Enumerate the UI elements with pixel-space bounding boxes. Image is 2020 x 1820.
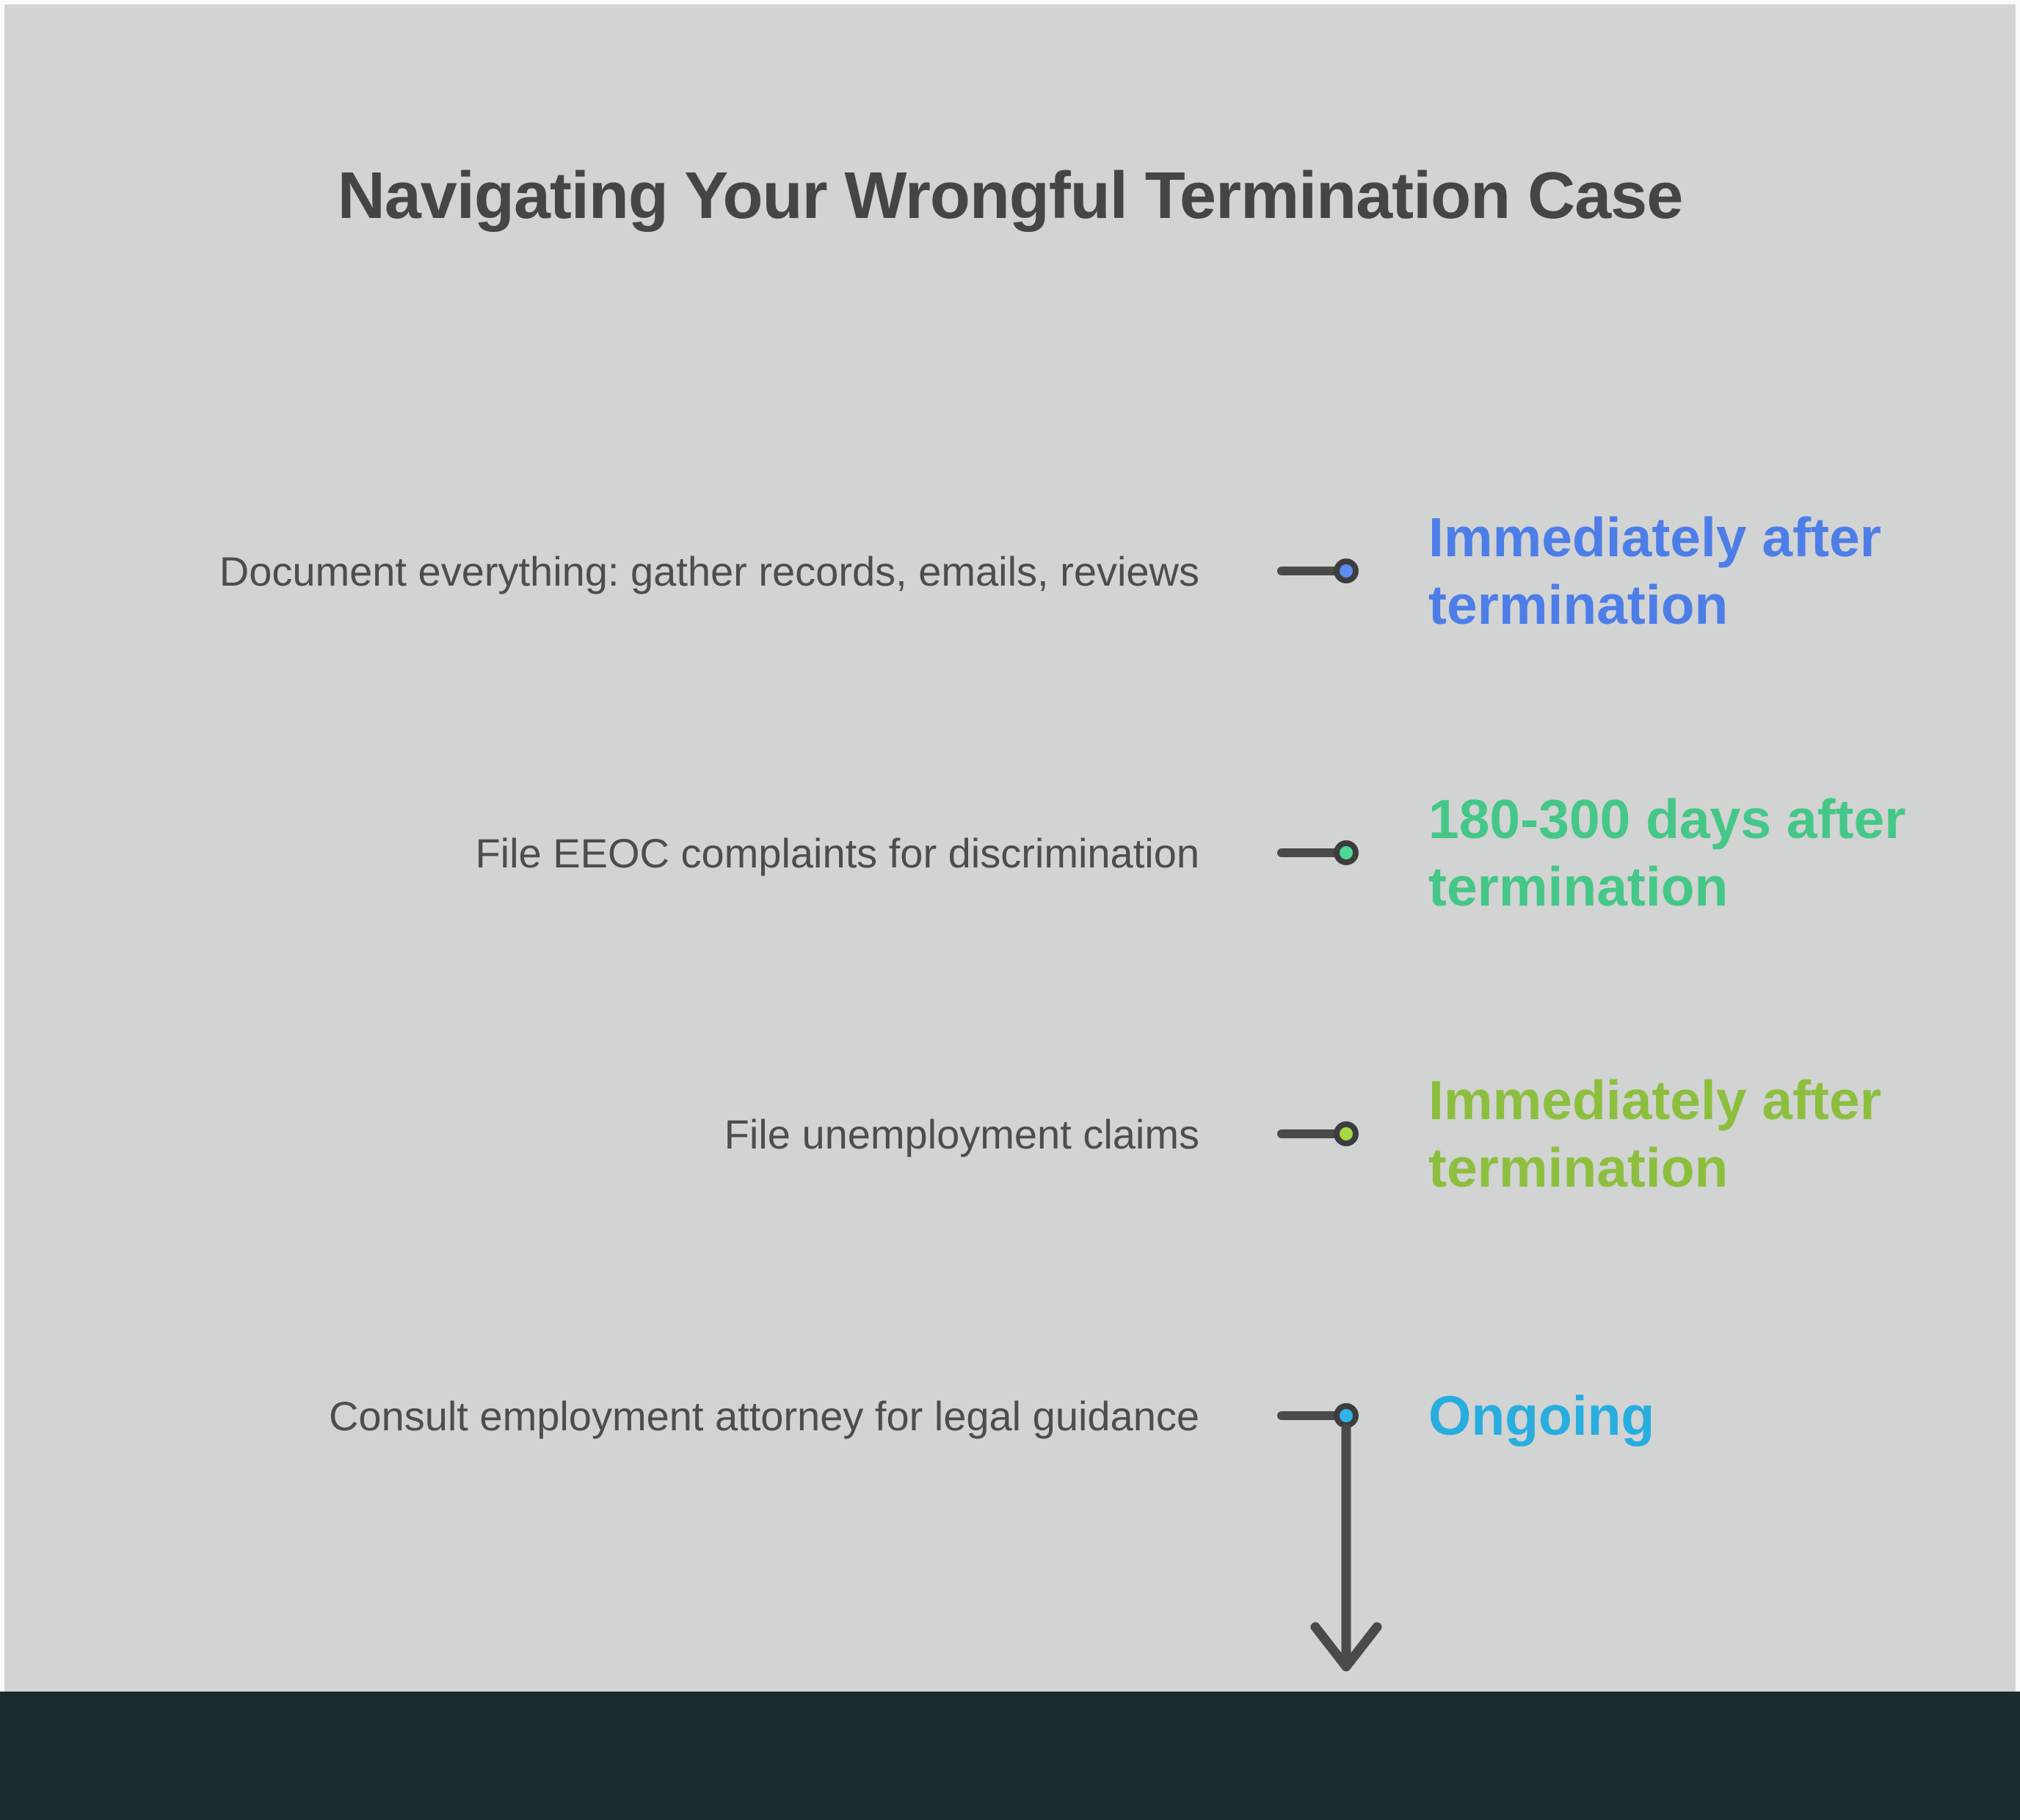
timeline-dot-icon bbox=[1334, 840, 1359, 865]
step-row: File EEOC complaints for discrimination … bbox=[4, 765, 2016, 941]
footer-bar bbox=[0, 1692, 2020, 1820]
connector-line bbox=[1277, 1129, 1339, 1138]
down-arrow-icon bbox=[1310, 1424, 1382, 1672]
step-timing-label: Immediately after termination bbox=[1428, 1069, 1881, 1198]
step-task-label: File unemployment claims bbox=[724, 1110, 1199, 1157]
connector-line bbox=[1277, 567, 1339, 575]
step-timing-label: Immediately after termination bbox=[1428, 506, 1881, 636]
timeline-dot-icon bbox=[1334, 1121, 1359, 1146]
page-title: Navigating Your Wrongful Termination Cas… bbox=[337, 159, 1684, 233]
connector-line bbox=[1277, 1411, 1339, 1420]
step-task-label: File EEOC complaints for discrimination bbox=[475, 829, 1199, 876]
step-task-label: Consult employment attorney for legal gu… bbox=[328, 1392, 1199, 1439]
connector-line bbox=[1277, 848, 1339, 857]
step-row: Document everything: gather records, ema… bbox=[4, 483, 2016, 659]
timeline-dot-icon bbox=[1334, 558, 1359, 583]
infographic-canvas: Navigating Your Wrongful Termination Cas… bbox=[4, 4, 2016, 1692]
step-timing-label: Ongoing bbox=[1428, 1385, 1655, 1446]
step-row: Consult employment attorney for legal gu… bbox=[4, 1328, 2016, 1504]
step-row: File unemployment claims Immediately aft… bbox=[4, 1046, 2016, 1222]
step-task-label: Document everything: gather records, ema… bbox=[219, 547, 1199, 594]
step-timing-label: 180-300 days after termination bbox=[1428, 788, 1906, 917]
